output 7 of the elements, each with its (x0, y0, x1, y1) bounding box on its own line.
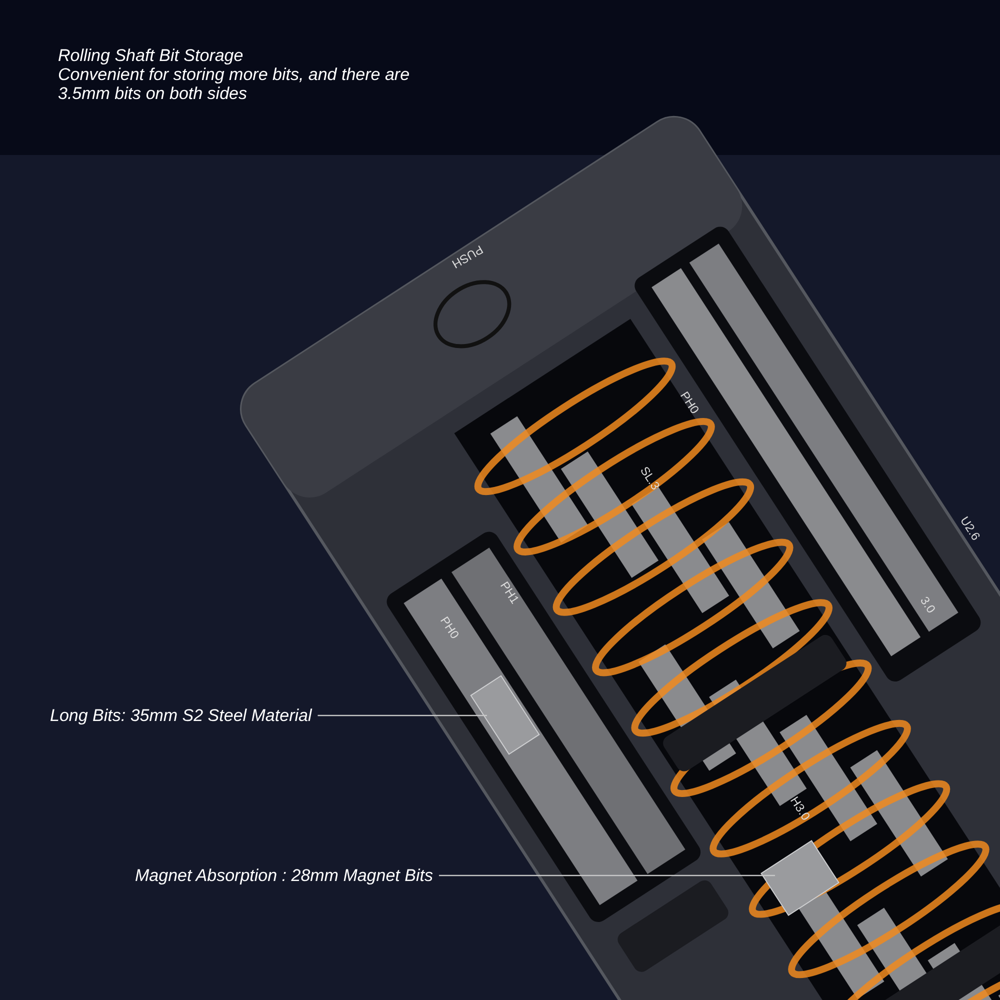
callout-text: Magnet Absorption : 28mm Magnet Bits (135, 866, 475, 885)
callout-text: Long Bits: 35mm S2 Steel Material (50, 706, 390, 725)
bit-marking: 3.0 (917, 594, 938, 616)
leader-line (438, 874, 775, 876)
heading: Rolling Shaft Bit Storage (58, 46, 244, 65)
description-text: Convenient for storing more bits, and there are 3.5mm bits on both sides (58, 65, 411, 103)
leader-line (318, 714, 487, 716)
